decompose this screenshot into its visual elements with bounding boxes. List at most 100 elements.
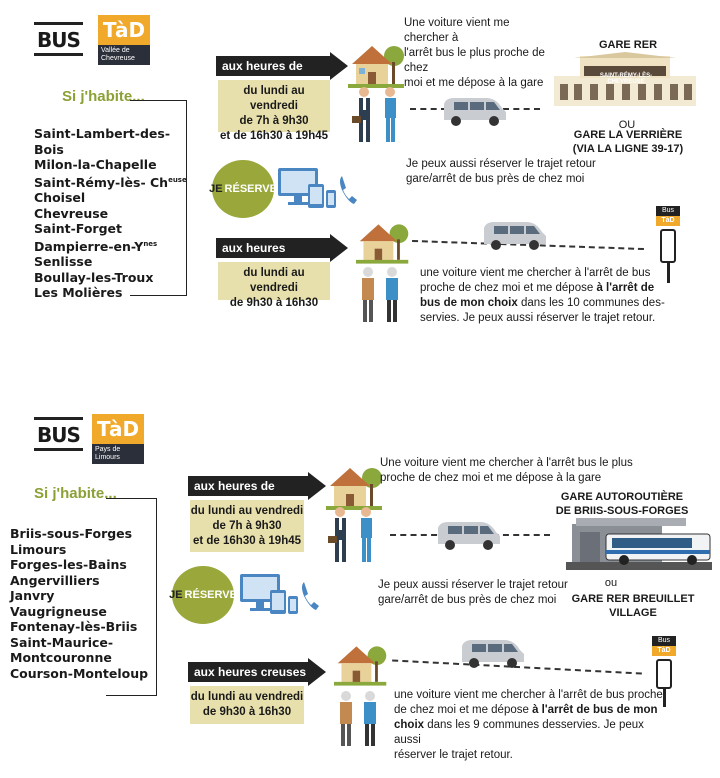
bus-station-icon [566,502,712,575]
bus-stop-tad: TàD [656,216,680,226]
commuters-icon [326,506,386,571]
commune-item: Milon-la-Chapelle [34,157,157,172]
offpeak-times-line: du lundi au vendredi [243,267,305,294]
si-habite-title: Si j'habite... [34,485,117,502]
offpeak-description-line: une voiture vient me chercher à l'arrêt … [420,266,670,281]
station-title-line: GARE AUTOROUTIÈRE [560,491,684,503]
peak-arrow: aux heures de pointe [216,52,350,93]
peak-arrow: aux heures de pointe [188,472,328,513]
station-sign: SAINT-RÉMY-LÈS-CHEVREUSE [599,73,653,85]
train-station-icon [550,52,700,113]
offpeak-arrow: aux heures creuses [216,234,350,275]
offpeak-times-line: de 9h30 à 16h30 [202,706,292,718]
commuters-icon [350,86,410,151]
communes-brace [130,100,187,296]
minivan-icon [480,218,550,257]
offpeak-description-line: une voiture vient me chercher à l'arrêt … [394,688,664,703]
offpeak-description-line: proche de chez moi et me dépose à l'arrê… [420,281,670,296]
commune-item: Vaugrigneuse [10,603,107,619]
peak-description-line: l'arrêt bus le plus proche de chez [404,47,545,74]
commune-item: Saint-Forget [34,221,122,237]
house-icon [356,220,412,273]
bus-stop-sign: Bus TàD [656,206,680,283]
commune-item: Saint-Maurice- [10,634,114,650]
je-label: JE [209,183,223,195]
commune-item: Angervilliers [10,572,100,588]
emphasis-text: à l'arrêt de bus de mon [532,704,658,716]
peak-description-line: moi et me dépose à la gare [404,77,544,89]
bus-stop-sign: Bus TàD [652,636,676,707]
tad-logo-label: TàD [98,15,150,45]
return-description-line: Je peux aussi réserver le trajet retour [378,579,568,591]
plain-text: une voiture vient me chercher à l'arrêt … [420,267,651,279]
si-habite-title: Si j'habite... [62,88,145,105]
offpeak-description-line: de chez moi et me dépose à l'arrêt de bu… [394,703,664,718]
minivan-icon [458,636,528,675]
seniors-icon [356,266,408,331]
peak-times-line: et de 16h30 à 19h45 [219,130,329,142]
peak-times-line: de 7h à 9h30 [239,115,309,127]
peak-times-line: et de 16h30 à 19h45 [192,535,302,547]
peak-times-line: de 7h à 9h30 [212,520,282,532]
emphasis-text: bus de mon choix [420,297,518,309]
panel-vallee-chevreuse: BUS TàD Vallée de Chevreuse Si j'habite.… [0,0,720,360]
commune-sup: nes [143,239,158,248]
panel-pays-limours: BUS TàD Pays de Limours Si j'habite... B… [0,400,720,763]
bus-stop-bus: Bus [656,206,680,216]
commune-item: Briis-sous-Forges [10,526,133,541]
communes-brace [106,498,157,696]
offpeak-description-line: servies. Je peux aussi réserver le traje… [420,311,670,326]
offpeak-times-line: de 9h30 à 16h30 [229,297,319,309]
offpeak-arrow-tip [308,658,326,686]
reserve-label: RÉSERVE [184,589,237,601]
station-title-line: DE BRIIS-SOUS-FORGES [555,505,689,517]
commune-item: Limours [10,541,67,557]
commune-item: Saint-Rémy-lès- Cheuse [34,174,187,190]
emphasis-text: choix [394,719,425,731]
offpeak-description: une voiture vient me chercher à l'arrêt … [420,266,670,326]
commune-item: Courson-Monteloup [10,665,149,681]
peak-arrow-tip [308,472,326,500]
commune-item: Janvry [10,588,55,603]
peak-description-line: Une voiture vient me chercher à l'arrêt … [380,457,633,469]
peak-times-line: du lundi au vendredi [190,505,304,517]
offpeak-times: du lundi au vendredi de 9h30 à 16h30 [190,686,304,724]
peak-times: du lundi au vendredi de 7h à 9h30 et de … [218,80,330,142]
peak-label: aux heures de pointe [188,476,308,513]
return-description: Je peux aussi réserver le trajet retour … [378,578,568,608]
return-description: Je peux aussi réserver le trajet retour … [406,157,596,187]
alt-station: GARE LA VERRIÈRE (VIA LA LIGNE 39-17) [568,128,688,156]
commune-item: Senlisse [34,254,93,270]
alt-station: GARE RER BREUILLET VILLAGE [571,593,695,619]
plain-text: dans les 10 communes des- [517,297,665,309]
offpeak-arrow-tip [330,234,348,262]
offpeak-times-line: du lundi au vendredi [190,691,304,703]
peak-description-line: Une voiture vient me chercher à [404,17,510,44]
seniors-icon [334,690,386,755]
return-description-line: gare/arrêt de bus près de chez moi [406,173,585,185]
peak-times-line: du lundi au vendredi [243,85,305,112]
peak-description: Une voiture vient me chercher à l'arrêt … [404,16,554,91]
ou-label: OU [618,119,636,131]
alt-station-line: (VIA LA LIGNE 39-17) [572,143,684,155]
tad-logo-label: TàD [92,414,144,444]
tad-logo: TàD Vallée de Chevreuse [98,15,150,65]
bus-logo: BUS [34,22,83,56]
plain-text: proche de chez moi et me dépose [420,282,597,294]
commune-item: Montcouronne [10,650,112,665]
commune-item: Fontenay-lès-Briis [10,619,138,634]
commune-item: Chevreuse [34,205,109,221]
return-description-line: Je peux aussi réserver le trajet retour [406,158,596,170]
tad-logo-sub: Pays de Limours [92,444,144,464]
bus-stop-bus: Bus [652,636,676,646]
commune-item: Saint-Lambert-des-Bois [34,126,171,157]
plain-text: de chez moi et me dépose [394,704,533,716]
offpeak-label: aux heures creuses [216,238,330,275]
offpeak-times: du lundi au vendredi de 9h30 à 16h30 [218,262,330,309]
offpeak-description: une voiture vient me chercher à l'arrêt … [394,688,664,763]
peak-description: Une voiture vient me chercher à l'arrêt … [380,456,650,486]
plain-text: une voiture vient me chercher à l'arrêt … [394,689,663,701]
